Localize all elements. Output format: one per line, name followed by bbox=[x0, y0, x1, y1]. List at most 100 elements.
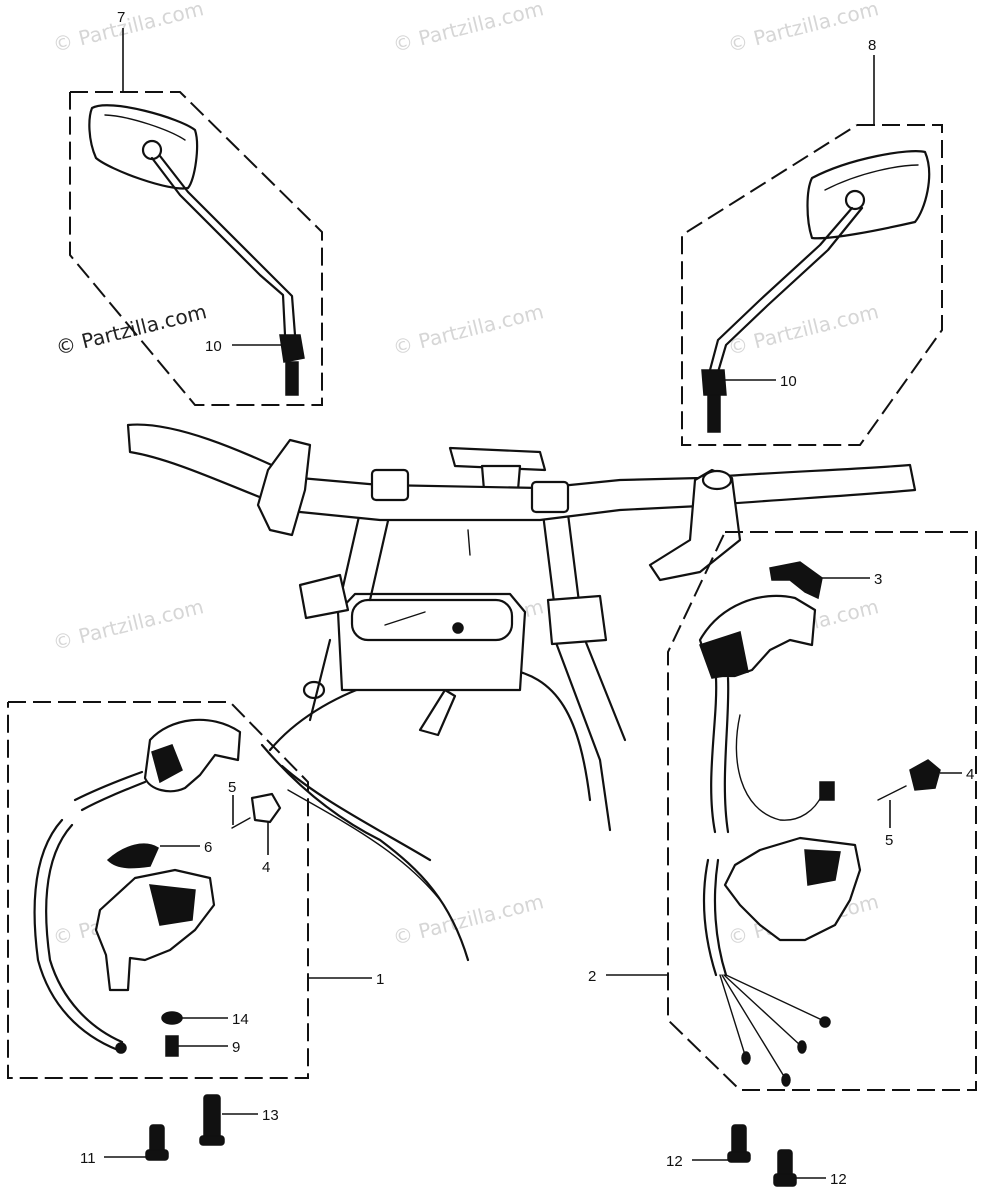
switch-right-lower-loom bbox=[702, 858, 718, 977]
mirror-right-nut bbox=[701, 369, 727, 396]
mirror-left-joint bbox=[141, 139, 163, 161]
callout-10-left: 10 bbox=[205, 338, 222, 355]
gauge-knob bbox=[452, 622, 464, 634]
washer-14 bbox=[161, 1011, 183, 1025]
fork-right-lower-2 bbox=[583, 638, 627, 742]
switch-right-lead-2 bbox=[721, 974, 786, 1079]
callout-12b: 12 bbox=[830, 1171, 847, 1188]
switch-left-pad bbox=[106, 843, 159, 869]
switch-right-lead-4 bbox=[725, 974, 823, 1021]
lead-terminal bbox=[797, 1040, 807, 1054]
tank-stripe bbox=[280, 764, 432, 862]
switch-right-lower-loom-2 bbox=[713, 858, 728, 977]
handlebar-clamp-right bbox=[530, 480, 570, 514]
switch-right-spring bbox=[877, 785, 907, 801]
switch-right-loom bbox=[710, 676, 718, 834]
switch-left-knob bbox=[250, 792, 282, 824]
callout-12a: 12 bbox=[666, 1153, 683, 1170]
switch-right-wire bbox=[735, 714, 823, 821]
handlebar-clamp-left bbox=[370, 468, 410, 502]
cable-stem bbox=[467, 529, 471, 556]
mirror-left-stem bbox=[150, 156, 287, 337]
switch-left-button bbox=[151, 744, 183, 784]
switch-left-wire bbox=[33, 818, 120, 1052]
switch-right-loom-2 bbox=[723, 676, 730, 834]
mirror-right-dashed-box bbox=[681, 124, 943, 446]
screw-12a-head bbox=[727, 1151, 751, 1163]
fork-nut-left bbox=[298, 573, 350, 620]
callout-8: 8 bbox=[868, 37, 876, 54]
screw-11-head bbox=[145, 1149, 169, 1161]
mirror-left-group bbox=[69, 91, 323, 406]
lead-terminal bbox=[781, 1073, 791, 1087]
callout-1: 1 bbox=[376, 971, 384, 988]
mirror-right-shading bbox=[824, 164, 919, 191]
instrument-window bbox=[350, 598, 514, 642]
mirror-right-head bbox=[806, 150, 931, 240]
lead-terminal bbox=[741, 1051, 751, 1065]
mirror-left-thread bbox=[285, 361, 299, 396]
switch-right-lead-1 bbox=[719, 974, 746, 1056]
screw-13 bbox=[203, 1094, 221, 1140]
callout-3: 3 bbox=[874, 571, 882, 588]
callout-10-right: 10 bbox=[780, 373, 797, 390]
fork-nut-right bbox=[546, 594, 608, 646]
switch-right-knob bbox=[909, 759, 941, 791]
switch-right-button bbox=[699, 631, 749, 679]
callout-4-right: 4 bbox=[966, 766, 974, 783]
fork-left-outer bbox=[308, 638, 332, 722]
watermark: © Partzilla.com bbox=[725, 0, 881, 57]
handlebar bbox=[126, 423, 917, 582]
mirror-right-thread bbox=[707, 394, 721, 433]
callout-9: 9 bbox=[232, 1039, 240, 1056]
mirror-left-dashed-box bbox=[69, 91, 323, 406]
lead-terminal bbox=[819, 1016, 831, 1028]
switch-left-loom-top bbox=[73, 770, 144, 802]
callout-4-left: 4 bbox=[262, 859, 270, 876]
callout-11: 11 bbox=[80, 1150, 96, 1167]
watermark: © Partzilla.com bbox=[725, 299, 881, 360]
fork-right-lower bbox=[553, 638, 612, 832]
fuel-cap-lever bbox=[418, 688, 457, 737]
callout-2: 2 bbox=[588, 968, 596, 985]
watermark: © Partzilla.com bbox=[390, 299, 546, 360]
tank-bolt bbox=[302, 680, 326, 700]
watermark: © Partzilla.com bbox=[390, 889, 546, 950]
mirror-left-shading bbox=[104, 114, 186, 141]
switch-left-lower-recess bbox=[149, 884, 196, 926]
mirror-right-group bbox=[681, 124, 943, 446]
switch-left-spring bbox=[231, 817, 251, 829]
screw-13-head bbox=[199, 1135, 225, 1146]
switch-right-connector bbox=[819, 781, 835, 801]
tank-edge bbox=[260, 743, 470, 962]
switch-left-group bbox=[7, 701, 309, 1079]
callout-6: 6 bbox=[204, 839, 212, 856]
mirror-left-stem-2 bbox=[158, 154, 297, 337]
mirror-left-nut bbox=[279, 334, 305, 363]
switch-right-dashed-box bbox=[667, 531, 977, 1091]
switch-right-group bbox=[667, 531, 977, 1091]
mirror-right-joint bbox=[844, 189, 866, 211]
lever-perch-left bbox=[256, 438, 312, 537]
watermark: © Partzilla.com bbox=[50, 0, 206, 57]
mirror-right-stem bbox=[708, 206, 854, 372]
screw-9 bbox=[165, 1035, 179, 1057]
switch-right-lead-3 bbox=[723, 974, 801, 1046]
mirror-right-stem-2 bbox=[716, 206, 864, 374]
switch-right-lower-recess bbox=[804, 849, 841, 886]
gauge-needle bbox=[384, 611, 426, 626]
callout-labels: 7 8 10 10 1 2 3 6 4 5 4 5 14 9 13 11 12 … bbox=[80, 9, 974, 1188]
handlebar-tube bbox=[126, 423, 917, 522]
switch-left-dashed-box bbox=[7, 701, 309, 1079]
screw-12b-head bbox=[773, 1173, 797, 1187]
tank-stripe-2 bbox=[287, 789, 441, 901]
switch-left-loom-top-2 bbox=[80, 780, 147, 812]
loose-screws bbox=[145, 1094, 797, 1187]
leader-lines bbox=[104, 28, 962, 1179]
callout-5-right: 5 bbox=[885, 832, 893, 849]
steering-head-nut bbox=[448, 446, 547, 472]
switch-left-connector bbox=[115, 1042, 127, 1054]
callout-5-left: 5 bbox=[228, 779, 236, 796]
callout-7: 7 bbox=[117, 9, 125, 26]
